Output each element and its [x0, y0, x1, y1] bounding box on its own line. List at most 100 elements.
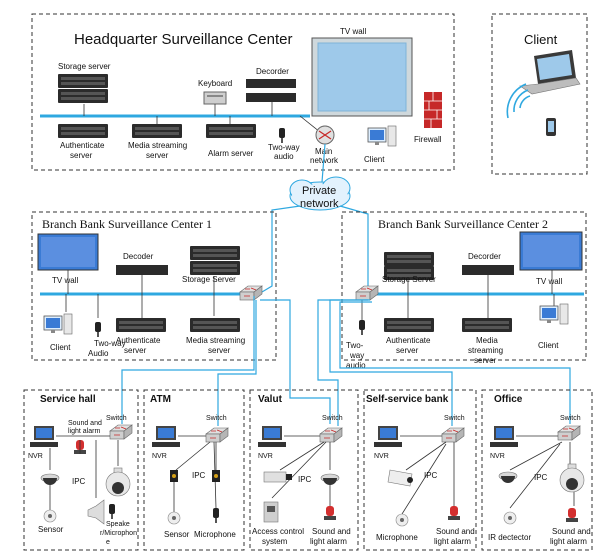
service-hall-switch — [109, 424, 133, 440]
hq-tv-wall: TV wall — [311, 27, 413, 117]
atm-switch — [205, 427, 229, 443]
branch2-decoder: Decorder — [462, 252, 514, 275]
hq-keyboard: Keyboard — [198, 79, 232, 105]
svg-text:Authenticate: Authenticate — [386, 336, 431, 345]
branch2-title: Branch Bank Surveillance Center 2 — [378, 217, 548, 231]
hq-decoder: Decorder — [246, 67, 296, 102]
svg-text:Storage Server: Storage Server — [182, 275, 236, 284]
svg-text:server: server — [124, 346, 147, 355]
svg-text:Private: Private — [302, 185, 336, 197]
self-service-nvr — [374, 426, 402, 447]
svg-text:Sound and: Sound and — [68, 420, 102, 427]
hq-alarm-server: Alarm server — [206, 124, 256, 158]
svg-text:Valut: Valut — [258, 394, 283, 405]
svg-text:Switch: Switch — [444, 415, 465, 422]
svg-text:NVR: NVR — [490, 453, 505, 460]
svg-text:Authenticate: Authenticate — [60, 141, 105, 150]
self-service-switch — [441, 427, 465, 443]
svg-text:IR dectector: IR dectector — [488, 533, 531, 542]
svg-text:Media streaming: Media streaming — [128, 141, 187, 150]
svg-text:NVR: NVR — [258, 453, 273, 460]
branch1-two-way-audio: Two-way Audio — [88, 322, 126, 358]
office-switch — [557, 425, 581, 441]
service-hall-sensor-icon — [43, 509, 57, 523]
svg-text:way: way — [349, 351, 364, 360]
service-hall-ptz-camera-icon — [105, 467, 131, 497]
office-alarm-icon — [566, 508, 578, 522]
hq-client: Client — [364, 125, 397, 164]
branch1-decoder: Decoder — [116, 252, 168, 275]
svg-text:server: server — [70, 151, 93, 160]
atm-mic-icon — [213, 508, 219, 523]
self-service-mic-icon — [395, 513, 409, 527]
valut-nvr — [258, 426, 286, 447]
phone-icon — [546, 118, 556, 136]
svg-text:Client: Client — [364, 155, 385, 164]
valut-box-camera-icon — [263, 471, 292, 483]
svg-text:Decoder: Decoder — [123, 252, 154, 261]
svg-text:Sensor: Sensor — [164, 530, 190, 539]
svg-text:Self-service bank: Self-service bank — [366, 394, 449, 405]
self-service-alarm-icon — [448, 506, 460, 520]
site-atm — [143, 389, 245, 551]
branch2-authenticate-server: Authenticate server — [384, 318, 434, 355]
hq-main-network: Main network — [310, 125, 339, 165]
svg-text:network: network — [310, 156, 339, 165]
svg-text:Sound and: Sound and — [436, 527, 475, 536]
hq-tv-wall-label: TV wall — [340, 27, 366, 36]
svg-text:Service hall: Service hall — [40, 394, 96, 405]
service-hall-mic-icon — [109, 504, 115, 519]
svg-text:Audio: Audio — [88, 349, 109, 358]
svg-text:NVR: NVR — [374, 453, 389, 460]
service-hall-nvr — [30, 426, 58, 447]
atm-pinhole-camera-icon-2 — [212, 470, 220, 482]
hq-media-streaming-server: Media streaming server — [128, 124, 187, 160]
svg-text:Microphone: Microphone — [376, 533, 418, 542]
svg-text:server: server — [146, 151, 169, 160]
branch1-authenticate-server: Authenticate server — [116, 318, 166, 355]
svg-text:Decorder: Decorder — [468, 252, 501, 261]
hq-two-way-audio: Two-way audio — [268, 128, 300, 161]
svg-text:Alarm server: Alarm server — [208, 149, 254, 158]
svg-text:server: server — [474, 356, 497, 365]
svg-text:TV wall: TV wall — [536, 277, 562, 286]
svg-text:Client: Client — [50, 343, 71, 352]
branch2-media-streaming-server: Media streaming server — [462, 318, 512, 365]
access-control-icon — [263, 501, 279, 523]
branch2-client: Client — [538, 303, 569, 350]
svg-text:server: server — [396, 346, 419, 355]
firewall-icon: Firewall — [414, 92, 442, 144]
svg-text:r/Microphon: r/Microphon — [100, 530, 137, 537]
ir-detector-icon — [503, 511, 517, 525]
svg-text:Sound and: Sound and — [552, 527, 591, 536]
client-box-title: Client — [524, 32, 558, 47]
office-ptz-camera-icon — [559, 463, 585, 493]
hq-authenticate-server: Authenticate server — [58, 124, 108, 160]
svg-text:Main: Main — [315, 147, 332, 156]
branch1-storage-server: Storage Server — [182, 246, 240, 284]
svg-text:IPC: IPC — [192, 471, 206, 480]
svg-text:e: e — [106, 539, 110, 546]
branch2-frame — [341, 211, 587, 361]
svg-text:ATM: ATM — [150, 394, 171, 405]
self-service-bullet-camera-icon — [387, 469, 413, 487]
firewall-label: Firewall — [414, 135, 442, 144]
svg-text:IPC: IPC — [298, 475, 312, 484]
svg-text:network: network — [300, 198, 339, 210]
svg-text:Authenticate: Authenticate — [116, 336, 161, 345]
branch1-tv-wall: TV wall — [37, 233, 99, 285]
svg-text:server: server — [208, 346, 231, 355]
branch2-switch — [355, 285, 379, 301]
svg-text:Media: Media — [476, 336, 498, 345]
speaker-icon — [87, 499, 105, 525]
site-office — [481, 389, 593, 551]
branch2-two-way-audio: Two- way audio — [346, 320, 366, 370]
branch1-media-streaming-server: Media streaming server — [186, 318, 245, 355]
svg-text:Media streaming: Media streaming — [186, 336, 245, 345]
valut-alarm-icon — [324, 506, 336, 520]
svg-text:Office: Office — [494, 394, 523, 405]
branch2-tv-wall: TV wall — [519, 231, 583, 286]
hq-storage-server: Storage server — [58, 62, 111, 103]
